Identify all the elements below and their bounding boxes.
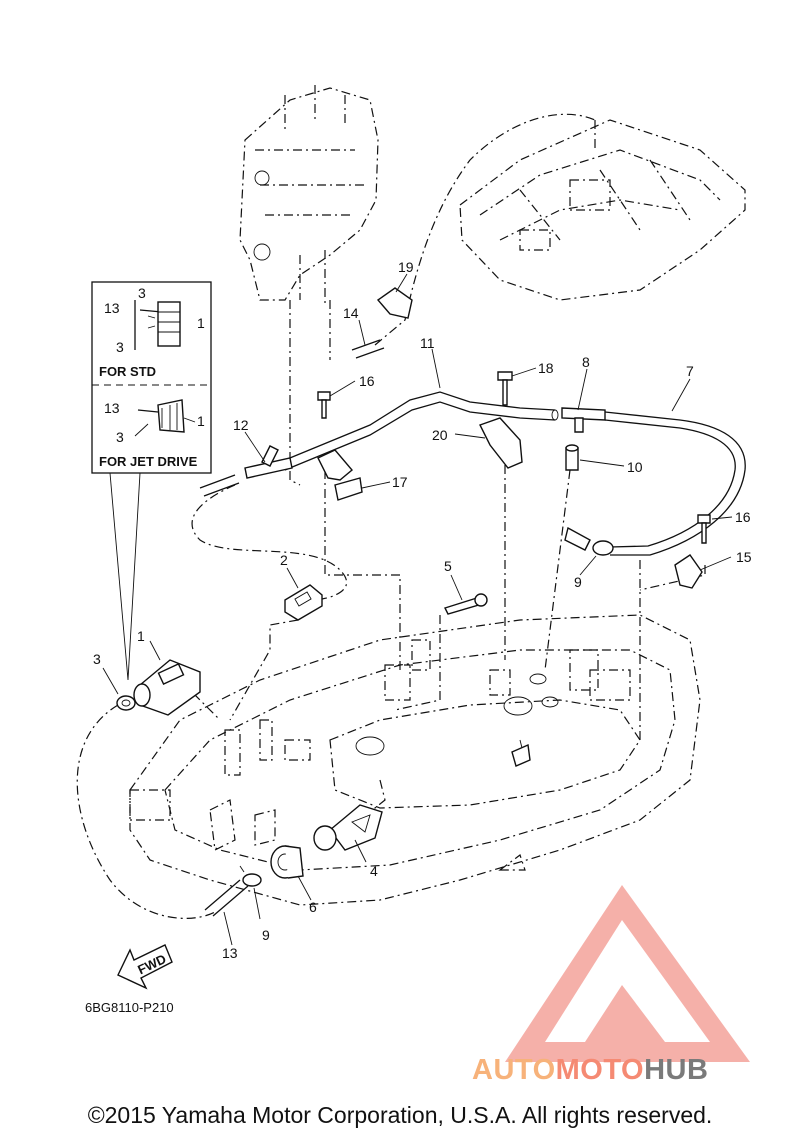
part-9-clamp-lower [239,865,262,887]
inset-std-label: FOR STD [99,364,156,379]
part-16-bolt-left [317,391,331,419]
callout-10: 10 [627,459,643,475]
copyright-notice: ©2015 Yamaha Motor Corporation, U.S.A. A… [87,1102,713,1128]
callout-12: 12 [233,417,249,433]
inset-std-callout-1: 1 [197,315,205,331]
bottom-cowling [129,614,701,906]
part-8-tee [561,407,606,433]
part-10-hose [565,444,579,471]
watermark-text: AUTOMOTOHUB [472,1054,708,1087]
callout-1: 1 [137,628,145,644]
callout-9-upper: 9 [574,574,582,590]
callout-7: 7 [686,363,694,379]
drain-fitting [511,743,531,767]
part-1-fitting [133,659,201,716]
inset-jet-callout-13: 13 [104,400,120,416]
inset-jet-callout-3: 3 [116,429,124,445]
inset-box: 13 3 3 1 FOR STD 13 3 1 FOR JET DRIVE [91,281,212,681]
callout-2: 2 [280,552,288,568]
callout-9-lower: 9 [262,927,270,943]
callout-14: 14 [343,305,359,321]
callout-13-bottom: 13 [222,945,238,961]
callout-3: 3 [93,651,101,667]
part-18-bolt [497,371,513,406]
part-19-clip [376,287,413,319]
callout-15: 15 [736,549,752,565]
inset-jet-callout-1: 1 [197,413,205,429]
callout-18: 18 [538,360,554,376]
part-9-clamp-upper [564,526,614,556]
callout-4: 4 [370,863,378,879]
drawing-code: 6BG8110-P210 [85,1000,174,1015]
part-12-tee [244,445,293,479]
callout-8: 8 [582,354,590,370]
part-6-nut [270,845,304,879]
callout-labels: 1 2 3 4 5 6 7 8 9 9 10 11 12 13 14 15 16… [93,259,752,961]
callout-19: 19 [398,259,414,275]
upper-cowling-base [459,119,746,301]
part-4-connector [313,804,383,851]
callout-16-left: 16 [359,373,375,389]
callout-5: 5 [444,558,452,574]
hoses [199,339,746,917]
callout-17: 17 [392,474,408,490]
fwd-arrow: FWD [117,944,173,990]
inset-std-callout-3a: 3 [138,285,146,301]
callout-16-right: 16 [735,509,751,525]
callout-11: 11 [420,335,435,351]
inset-std-callout-13: 13 [104,300,120,316]
part-5-screw [444,593,488,615]
leader-lines [102,273,733,946]
watermark-auto: AUTO [472,1054,556,1086]
watermark-hub: HUB [644,1054,709,1086]
part-2-grommet [284,584,323,621]
part-20-bracket [479,417,523,469]
callout-6: 6 [309,899,317,915]
part-17-clamp [317,449,363,501]
fwd-label: FWD [135,951,168,977]
inset-std-callout-3b: 3 [116,339,124,355]
hose-routing [76,113,706,919]
part-3-clip [116,695,136,711]
carburetor-unit [239,85,379,486]
inset-jet-label: FOR JET DRIVE [99,454,198,469]
part-16-bolt-right [697,514,711,544]
watermark-moto: MOTO [555,1054,645,1086]
watermark-logo [505,885,750,1062]
part-15-clamp [674,554,703,589]
callout-20: 20 [432,427,448,443]
